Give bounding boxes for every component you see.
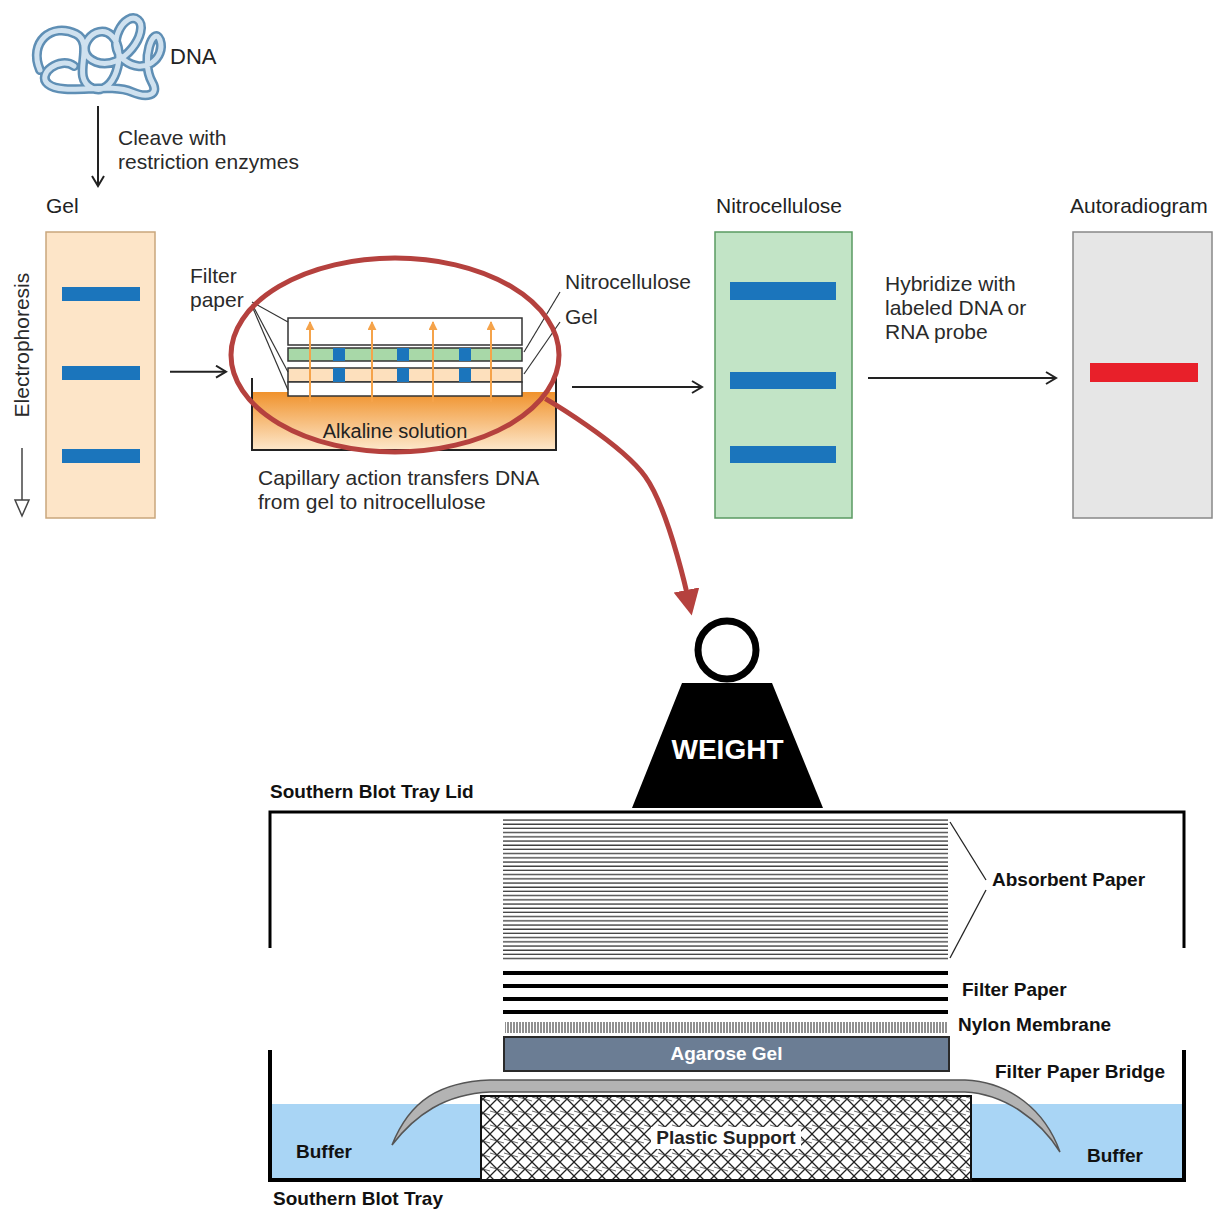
dna-band — [62, 449, 140, 463]
dna-band — [459, 368, 471, 382]
dna-strand — [37, 18, 161, 95]
dna-band — [62, 366, 140, 380]
leader-line — [950, 822, 986, 880]
dna-band — [459, 348, 471, 361]
part-label: Filter Paper Bridge — [995, 1061, 1165, 1083]
gel-layer — [288, 368, 522, 382]
caption-note: Capillary action transfers DNA from gel … — [258, 466, 558, 514]
flow-arrow — [868, 377, 1056, 379]
part-label: Filter Paper — [962, 979, 1067, 1001]
electrophoresis-arrow — [21, 448, 23, 502]
dna-band — [333, 368, 345, 382]
weight-handle — [698, 621, 756, 679]
part-label: Gel — [565, 305, 598, 329]
weight-body — [632, 683, 823, 808]
nitrocellulose-membrane: Nitrocellulose — [710, 188, 856, 522]
flow-arrow — [309, 322, 311, 402]
zoom-arrow — [545, 399, 690, 607]
flow-arrow — [572, 386, 702, 388]
part-label: Filter paper — [190, 264, 252, 312]
flow-arrow — [371, 322, 373, 402]
axis-label: Electrophoresis — [10, 245, 34, 445]
leader-line — [252, 304, 288, 372]
dna-molecule: DNA — [28, 10, 228, 102]
node-text: Nitrocellulose — [716, 194, 856, 218]
part-label: Absorbent Paper — [992, 869, 1145, 891]
dna-band — [397, 348, 409, 361]
node-text: Gel — [46, 194, 162, 218]
flow-arrow — [432, 322, 434, 402]
node-text: DNA — [170, 44, 228, 69]
filter-paper-bridge — [392, 1080, 1060, 1152]
dna-band — [397, 368, 409, 382]
buffer-right — [972, 1104, 1182, 1178]
part-label: Buffer — [1087, 1145, 1143, 1167]
weight: WEIGHT — [630, 615, 825, 810]
capillary-flow-arrows — [310, 322, 491, 402]
part-label: Buffer — [296, 1141, 352, 1163]
agarose-gel: Agarose Gel — [503, 1036, 950, 1072]
electrophoresis-arrowhead — [15, 500, 29, 516]
dna-band — [730, 282, 836, 300]
dna-strand-outline — [37, 18, 161, 95]
node-text: Alkaline solution — [323, 420, 468, 443]
probe-band — [1090, 363, 1198, 382]
filter-paper-sheet — [503, 1010, 948, 1014]
flow-arrow — [490, 322, 492, 402]
dna-strand-fill — [37, 18, 161, 95]
leader-line — [950, 890, 986, 958]
nitrocellulose-layer — [288, 348, 522, 361]
node-text: Plastic Support — [651, 1127, 800, 1149]
gel-rect — [46, 232, 155, 518]
node-text: WEIGHT — [672, 734, 784, 766]
flow-arrow — [170, 371, 226, 373]
node-text: Autoradiogram — [1070, 194, 1214, 218]
gel-slab: Gel — [40, 188, 162, 522]
leader-line — [252, 306, 288, 390]
absorbent-paper-stack — [503, 818, 948, 960]
dna-band — [62, 287, 140, 301]
leader-lines — [950, 822, 986, 958]
edge-label: Cleave with restriction enzymes — [118, 126, 308, 174]
plastic-support-hatch — [480, 1095, 972, 1181]
transfer-setup: Alkaline solution — [228, 255, 562, 455]
dna-band — [730, 446, 836, 463]
flow-arrow — [97, 106, 99, 186]
filter-paper-stack — [288, 318, 522, 345]
edge-label: Hybridize with labeled DNA or RNA probe — [885, 272, 1060, 344]
dna-band — [730, 372, 836, 389]
part-label: Nitrocellulose — [565, 270, 691, 294]
buffer-left — [272, 1104, 482, 1178]
focus-ellipse-outline — [231, 258, 559, 452]
transfer-tray — [252, 378, 556, 450]
part-label: Nylon Membrane — [958, 1014, 1111, 1036]
plastic-support: Plastic Support — [480, 1095, 972, 1181]
node-text: Agarose Gel — [671, 1043, 783, 1065]
filter-paper-wick — [288, 382, 522, 396]
filter-paper-sheet — [503, 997, 948, 1001]
part-label: Southern Blot Tray — [273, 1188, 443, 1210]
filter-paper-sheets — [503, 973, 948, 1012]
weight-shape — [630, 615, 825, 810]
filter-paper-sheet — [503, 971, 948, 975]
dna-band — [333, 348, 345, 361]
filter-paper-sheet — [503, 984, 948, 988]
leader-lines — [252, 292, 560, 390]
autoradiogram-film: Autoradiogram — [1064, 188, 1214, 522]
autoradiogram-rect — [1073, 232, 1212, 518]
part-label: Southern Blot Tray Lid — [270, 781, 474, 803]
nitrocellulose-rect — [715, 232, 852, 518]
nylon-membrane — [505, 1022, 948, 1033]
dna-blot-bands — [333, 348, 471, 382]
alkaline-solution — [253, 392, 555, 449]
